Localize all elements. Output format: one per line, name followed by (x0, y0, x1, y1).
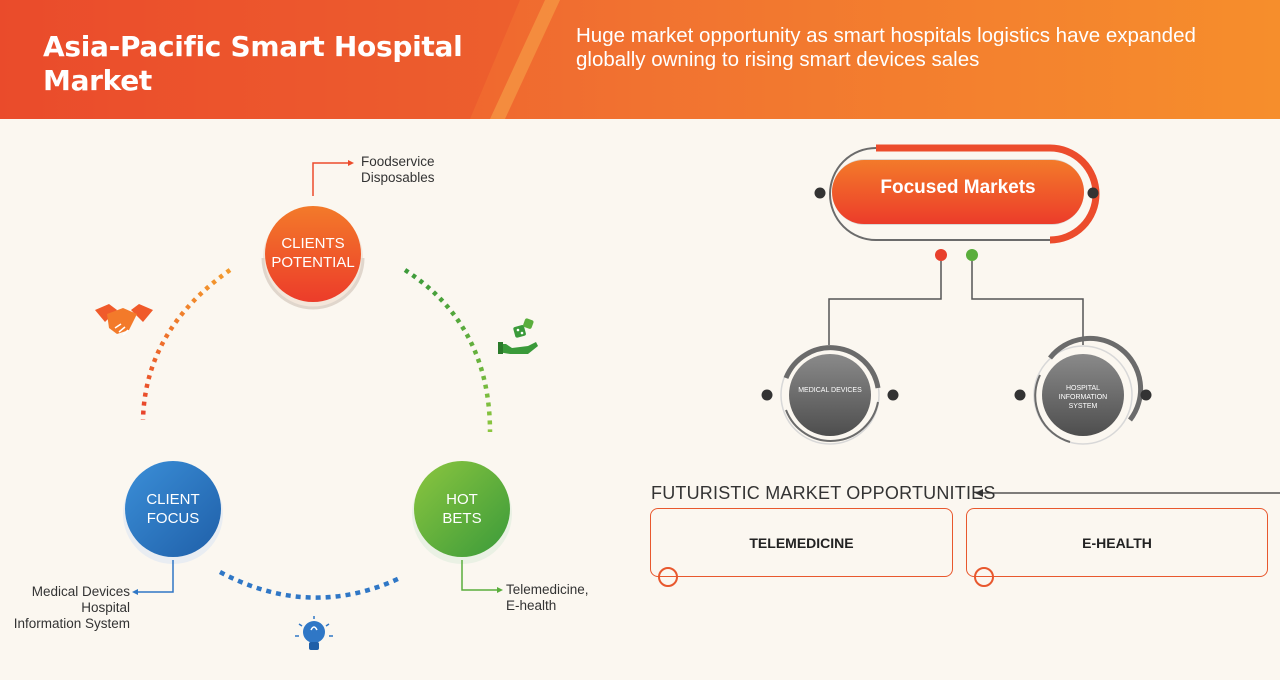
hot-bets-node (412, 461, 512, 564)
arc-right-dotted (403, 268, 493, 433)
page-title: Asia-Pacific Smart Hospital Market (43, 30, 463, 97)
hospital-information-system-node (1014, 335, 1152, 445)
focused-markets-title: Focused Markets (880, 177, 1036, 198)
hospital-information-system-label: HOSPITAL INFORMATION SYSTEM (1058, 385, 1108, 410)
client-focus-node (123, 461, 223, 564)
clients-potential-note: Foodservice Disposables (361, 154, 435, 185)
focused-left-connector (828, 261, 942, 345)
telemedicine-box: TELEMEDICINE (650, 508, 953, 577)
ehealth-box-dot (974, 567, 994, 587)
lightbulb-icon (295, 616, 333, 650)
client-focus-connector (138, 560, 174, 593)
focused-right-connector (971, 261, 1084, 345)
futuristic-title: FUTURISTIC MARKET OPPORTUNITIES (651, 483, 996, 503)
arc-left-dotted (140, 268, 232, 421)
ehealth-label: E-HEALTH (1082, 535, 1152, 551)
clients-potential-label: CLIENTS POTENTIAL (271, 235, 355, 271)
page-subtitle: Huge market opportunity as smart hospita… (576, 24, 1196, 71)
clients-potential-node (261, 206, 365, 310)
arc-bottom-dotted (218, 570, 401, 600)
hot-bets-connector (461, 560, 497, 591)
medical-devices-node (761, 345, 899, 445)
header-banner: Asia-Pacific Smart Hospital Market Huge … (0, 0, 1280, 119)
ehealth-box: E-HEALTH (966, 508, 1268, 577)
header-diagonal-stripe (0, 0, 560, 119)
focused-markets-pill (814, 144, 1100, 244)
handshake-icon (95, 304, 153, 336)
client-focus-label: CLIENT FOCUS (146, 491, 200, 527)
hot-bets-label: HOT BETS (442, 491, 482, 527)
hot-bets-note: Telemedicine, E-health (506, 582, 589, 613)
telemedicine-box-dot (658, 567, 678, 587)
connector-dot-red (935, 249, 947, 261)
clients-potential-connector (312, 162, 348, 196)
dice-hand-icon (498, 318, 538, 354)
medical-devices-label: MEDICAL DEVICES (798, 387, 862, 394)
telemedicine-label: TELEMEDICINE (749, 535, 854, 551)
client-focus-note: Medical Devices Hospital Information Sys… (13, 584, 130, 631)
connector-dot-green (966, 249, 978, 261)
